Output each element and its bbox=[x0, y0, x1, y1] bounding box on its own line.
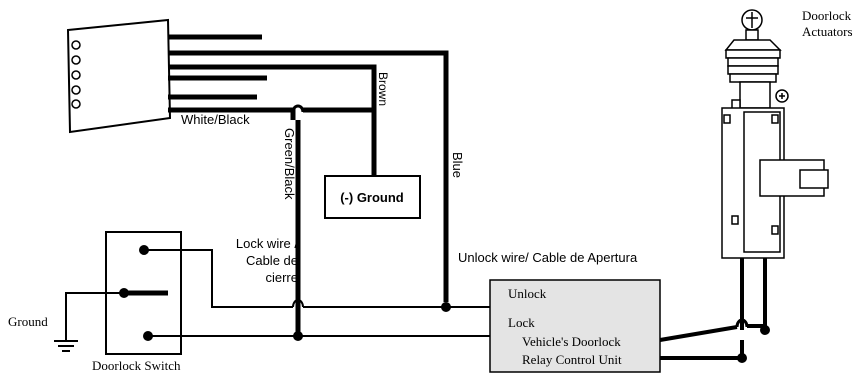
unlock-wire-label: Unlock wire/ Cable de Apertura bbox=[458, 250, 638, 265]
relay-control-unit: Unlock Lock Vehicle's Doorlock Relay Con… bbox=[489, 279, 661, 373]
junction-dot-blue bbox=[441, 302, 451, 312]
relay-unlock-label: Unlock bbox=[508, 286, 547, 301]
ground-symbol bbox=[54, 292, 124, 352]
lock-wire-label-2: Cable de bbox=[246, 253, 298, 268]
doorlock-actuator bbox=[721, 9, 829, 259]
actuator-wires bbox=[659, 250, 767, 360]
relay-name-line1: Vehicle's Doorlock bbox=[522, 334, 621, 349]
switch-wires bbox=[144, 249, 490, 337]
connector-wires bbox=[168, 34, 449, 332]
ground-box-label: (-) Ground bbox=[340, 190, 404, 205]
chassis-ground-box: (-) Ground bbox=[324, 175, 421, 219]
lock-wire-label-1: Lock wire / bbox=[236, 236, 299, 251]
relay-name-line2: Relay Control Unit bbox=[522, 352, 622, 367]
actuators-label-2: Actuators bbox=[802, 24, 853, 39]
lock-wire-label-3: cierre bbox=[265, 270, 298, 285]
actuators-label-1: Doorlock bbox=[802, 8, 852, 23]
ground-label: Ground bbox=[8, 314, 48, 329]
junction-dot-green bbox=[293, 331, 303, 341]
green-black-label: Green/Black bbox=[282, 128, 297, 200]
wire-harness-connector bbox=[66, 18, 172, 134]
doorlock-switch-label: Doorlock Switch bbox=[92, 358, 181, 373]
actuator-junction-dot-2 bbox=[760, 325, 770, 335]
blue-label: Blue bbox=[450, 152, 465, 178]
brown-label: Brown bbox=[376, 72, 390, 106]
relay-lock-label: Lock bbox=[508, 315, 535, 330]
white-black-label: White/Black bbox=[181, 112, 250, 127]
actuator-junction-dot-1 bbox=[737, 353, 747, 363]
